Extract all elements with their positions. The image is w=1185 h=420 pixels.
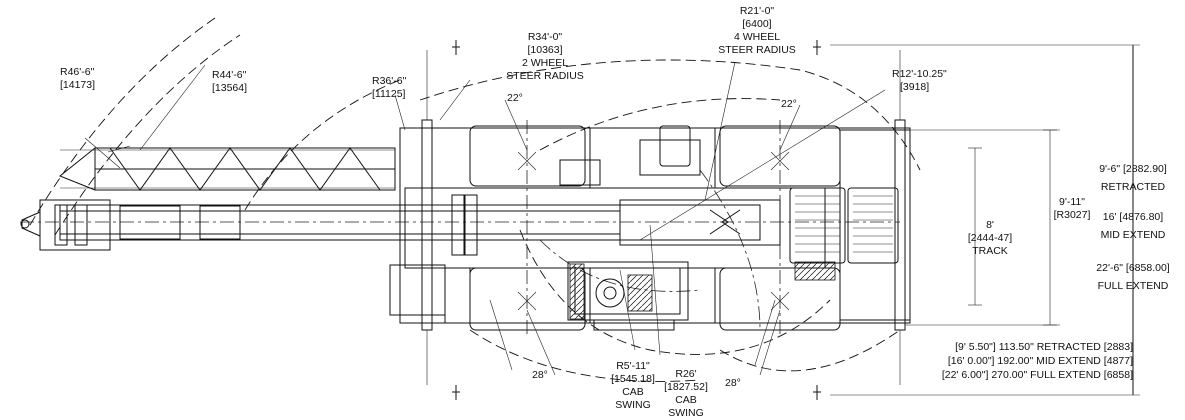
svg-text:16' [4876.80]: 16' [4876.80]: [1103, 211, 1163, 223]
svg-text:R46'-6": R46'-6": [60, 66, 95, 78]
svg-text:9'-6" [2882.90]: 9'-6" [2882.90]: [1099, 163, 1167, 175]
track-dimension-label: 8' [2444-47] TRACK: [968, 219, 1012, 257]
radius-label-r12: R12'-10.25" [3918]: [892, 68, 947, 93]
svg-text:MID EXTEND: MID EXTEND: [1101, 229, 1166, 241]
svg-text:[16' 0.00"] 192.00" MID EXTEND: [16' 0.00"] 192.00" MID EXTEND [4877]: [948, 355, 1133, 367]
svg-text:4 WHEEL: 4 WHEEL: [734, 31, 780, 43]
svg-text:[3918]: [3918]: [900, 81, 929, 93]
steer-angle-lines: [504, 99, 801, 376]
outrigger-retracted-label: 9'-6" [2882.90] RETRACTED: [1099, 163, 1167, 193]
dimension-lines: [830, 44, 1140, 396]
svg-text:FULL EXTEND: FULL EXTEND: [1098, 280, 1169, 292]
svg-text:CAB: CAB: [622, 386, 644, 398]
svg-text:[2444-47]: [2444-47]: [968, 232, 1012, 244]
width-dimension-label: 9'-11" [R3027]: [1054, 196, 1091, 221]
counterweight: [709, 187, 899, 281]
radius-label-r21: R21'-0" [6400] 4 WHEEL STEER RADIUS: [718, 5, 796, 56]
outrigger-mid-label: 16' [4876.80] MID EXTEND: [1101, 211, 1166, 241]
svg-text:[10363]: [10363]: [527, 44, 562, 56]
svg-text:R26': R26': [675, 368, 696, 380]
angle-label-right-top: 22°: [781, 98, 797, 110]
svg-text:TRACK: TRACK: [972, 245, 1008, 257]
svg-text:22'-6" [6858.00]: 22'-6" [6858.00]: [1096, 262, 1170, 274]
svg-text:2 WHEEL: 2 WHEEL: [522, 57, 568, 69]
radius-label-r34: R34'-0" [10363] 2 WHEEL STEER RADIUS: [506, 31, 584, 82]
angle-label-right-bottom: 28°: [725, 377, 741, 389]
outrigger-extension-table: [9' 5.50"] 113.50" RETRACTED [2883] [16'…: [942, 341, 1133, 381]
tyres: [469, 120, 841, 335]
angle-label-left-bottom: 28°: [532, 369, 548, 381]
radius-leaders: [84, 61, 886, 371]
svg-text:SWING: SWING: [668, 407, 704, 419]
outrigger-full-label: 22'-6" [6858.00] FULL EXTEND: [1096, 262, 1170, 292]
radius-label-r44: R44'-6" [13564]: [212, 69, 247, 94]
svg-text:R36'-6": R36'-6": [372, 75, 407, 87]
svg-text:[6400]: [6400]: [742, 18, 771, 30]
telescopic-boom: [20, 199, 900, 246]
svg-text:SWING: SWING: [615, 399, 651, 411]
outriggers: [421, 50, 906, 385]
cab-swing-label-r5: R5'-11" [1545.18] CAB SWING: [611, 360, 655, 411]
svg-text:RETRACTED: RETRACTED: [1101, 181, 1166, 193]
svg-text:R34'-0": R34'-0": [528, 31, 563, 43]
svg-text:R5'-11": R5'-11": [616, 360, 650, 372]
svg-text:R44'-6": R44'-6": [212, 69, 247, 81]
svg-text:[22' 6.00"] 270.00" FULL EXTEN: [22' 6.00"] 270.00" FULL EXTEND [6858]: [942, 369, 1133, 381]
svg-text:[11125]: [11125]: [372, 88, 406, 100]
svg-text:[13564]: [13564]: [212, 82, 247, 94]
radius-label-r36: R36'-6" [11125]: [372, 75, 407, 100]
svg-text:[1827.52]: [1827.52]: [664, 381, 708, 393]
svg-text:STEER RADIUS: STEER RADIUS: [718, 44, 796, 56]
lattice-jib: [59, 147, 396, 191]
svg-text:R21'-0": R21'-0": [740, 5, 775, 17]
svg-text:[R3027]: [R3027]: [1054, 209, 1091, 221]
svg-text:[1545.18]: [1545.18]: [611, 373, 655, 385]
boom-head: [20, 199, 111, 251]
svg-text:8': 8': [986, 219, 994, 231]
operator-cab: [567, 261, 689, 331]
svg-text:R12'-10.25": R12'-10.25": [892, 68, 947, 80]
cab-swing-label-r26: R26' [1827.52] CAB SWING: [664, 368, 708, 419]
outrigger-pad-markers: [452, 40, 821, 400]
svg-text:[9' 5.50"] 113.50" RETRACTED [: [9' 5.50"] 113.50" RETRACTED [2883]: [955, 341, 1133, 353]
svg-text:STEER RADIUS: STEER RADIUS: [506, 70, 584, 82]
angle-label-left-top: 22°: [507, 92, 523, 104]
svg-text:9'-11": 9'-11": [1059, 196, 1085, 208]
radius-label-r46: R46'-6" [14173]: [60, 66, 95, 91]
boom-details: [451, 125, 701, 256]
svg-text:[14173]: [14173]: [60, 79, 95, 91]
svg-text:CAB: CAB: [675, 394, 697, 406]
swing-radius-arcs: [29, 17, 921, 382]
